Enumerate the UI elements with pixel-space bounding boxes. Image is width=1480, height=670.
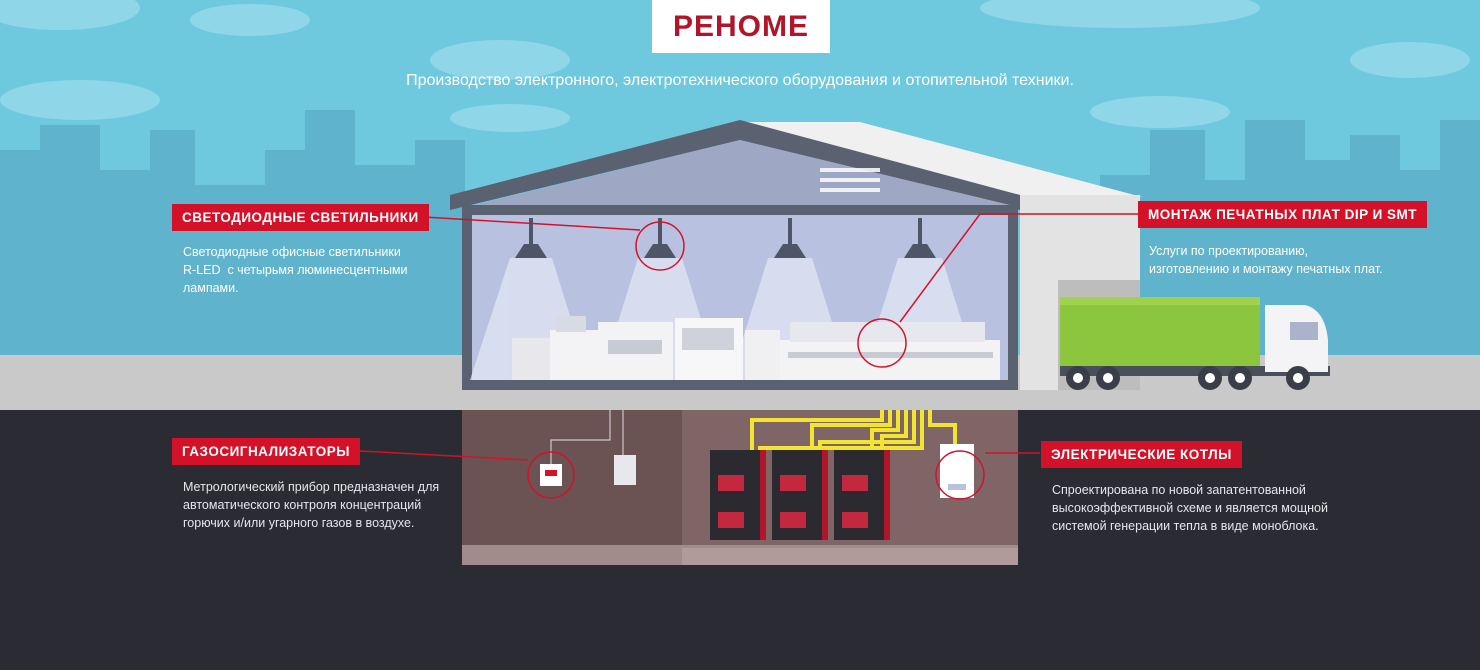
desc-line: R-LED с четырьмя люминесцентными (183, 263, 408, 277)
desc-line: Метрологический прибор предназначен для (183, 480, 440, 494)
desc-line: изготовлению и монтажу печатных плат. (1149, 262, 1383, 276)
brand-logo[interactable]: РЕНОМЕ (652, 0, 830, 53)
callout-gas-title[interactable]: ГАЗОСИГНАЛИЗАТОРЫ (172, 438, 360, 465)
boiler-cabinets (710, 450, 890, 540)
truck (1060, 297, 1330, 390)
callout-boiler-description: Спроектирована по новой запатентованной … (1052, 481, 1328, 535)
factory-building (450, 120, 1020, 390)
desc-line: Светодиодные офисные светильники (183, 245, 401, 259)
callout-boiler-title[interactable]: ЭЛЕКТРИЧЕСКИЕ КОТЛЫ (1041, 441, 1242, 468)
desc-line: высокоэффективной схеме и является мощно… (1052, 501, 1328, 515)
desc-line: Услуги по проектированию, (1149, 244, 1309, 258)
callout-gas-description: Метрологический прибор предназначен для … (183, 478, 439, 532)
gas-detector-panel (614, 455, 636, 485)
clouds (0, 0, 1470, 132)
desc-line: системой генерации тепла в виде моноблок… (1052, 519, 1319, 533)
desc-line: лампами. (183, 281, 239, 295)
page-subtitle: Производство электронного, электротехнич… (406, 72, 1074, 89)
desc-line: горючих и/или угарного газов в воздухе. (183, 516, 415, 530)
callout-lines (359, 213, 1140, 500)
callout-pcb-title[interactable]: МОНТАЖ ПЕЧАТНЫХ ПЛАТ DIP И SMT (1138, 201, 1428, 228)
desc-line: Спроектирована по новой запатентованной (1052, 483, 1306, 497)
basement (462, 410, 1018, 565)
callout-led-description: Светодиодные офисные светильники R-LED с… (183, 243, 408, 297)
desc-line: автоматического контроля концентраций (183, 498, 422, 512)
production-line (512, 316, 1000, 380)
callout-led-title[interactable]: СВЕТОДИОДНЫЕ СВЕТИЛЬНИКИ (172, 204, 429, 231)
callout-pcb-description: Услуги по проектированию, изготовлению и… (1149, 242, 1383, 278)
